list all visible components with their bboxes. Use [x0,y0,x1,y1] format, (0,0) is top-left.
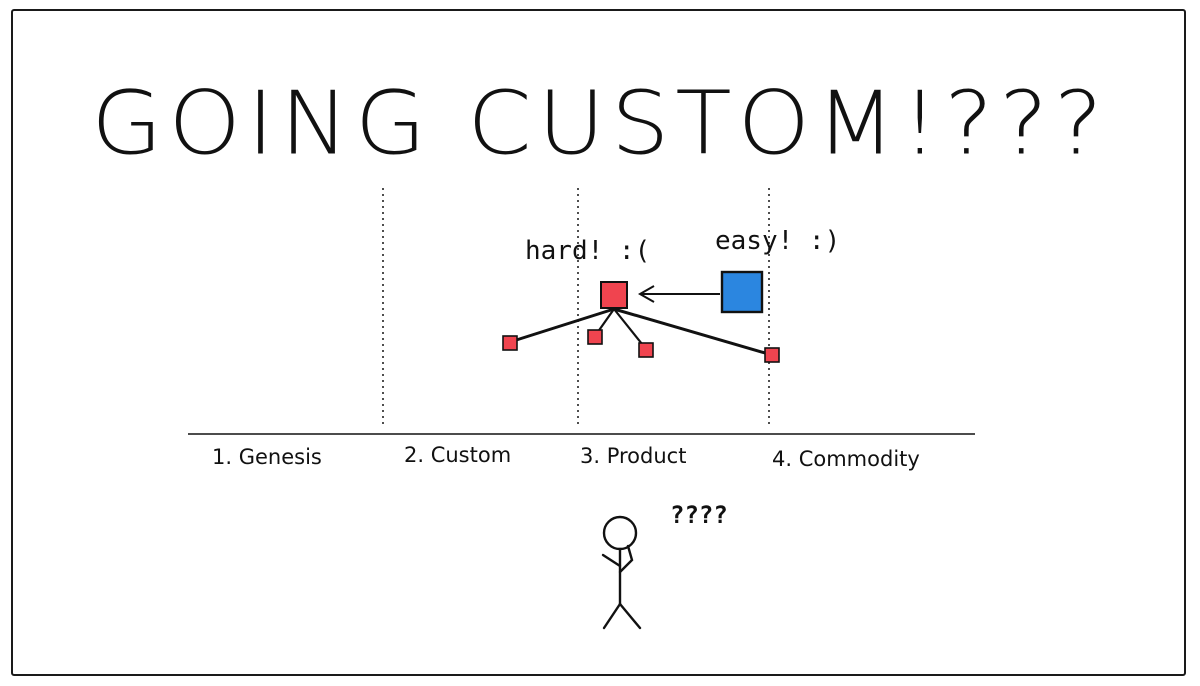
edge-to-child-1 [509,307,615,344]
arrow-head-icon [637,285,655,303]
question-marks: ???? [670,501,728,529]
child-node-4 [764,347,780,363]
child-node-3 [638,342,654,358]
child-node-1 [502,335,518,351]
edge-to-child-4 [613,307,773,357]
stage-label-product: 3. Product [580,444,686,468]
hard-node [600,281,628,309]
hard-label: hard! :( [525,236,650,266]
slide-title: GOING CUSTOM!??? [91,72,1109,175]
stage-label-genesis: 1. Genesis [212,445,322,469]
easy-node [720,270,764,314]
thinking-stick-figure-icon [601,515,642,630]
stage-label-custom: 2. Custom [404,443,511,467]
child-node-2 [587,329,603,345]
stage-label-commodity: 4. Commodity [772,447,920,471]
easy-label: easy! :) [715,226,840,256]
